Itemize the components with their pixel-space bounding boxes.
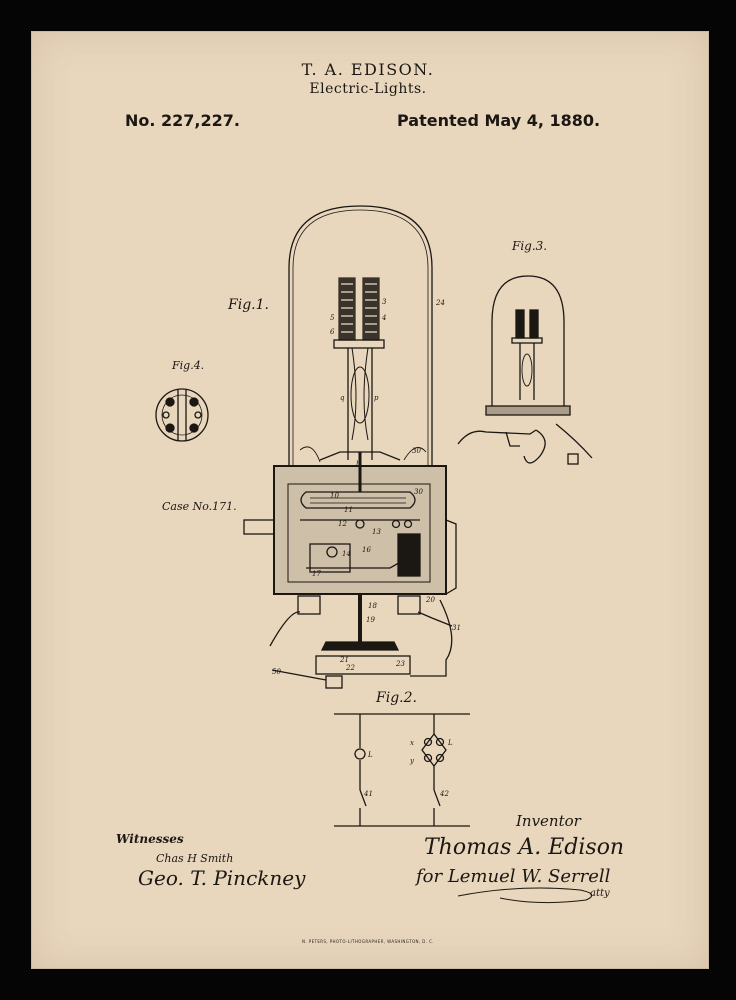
ref-50: 50 — [272, 668, 281, 676]
witness-signature-1: Chas H Smith — [156, 852, 234, 865]
ref-42: 42 — [439, 790, 449, 798]
ref-13: 13 — [372, 528, 381, 536]
patent-paper — [31, 31, 709, 969]
ref-21: 21 — [339, 656, 349, 664]
fig4-socket-view — [155, 388, 209, 442]
inventor-signature: Thomas A. Edison — [424, 835, 625, 860]
ref-24: 24 — [435, 299, 445, 307]
ref-k: k — [406, 534, 410, 542]
witness-signature-2: Geo. T. Pinckney — [138, 866, 306, 890]
ref-31: 31 — [452, 624, 461, 632]
ref-y: y — [409, 757, 415, 765]
fig1-glass-globe — [288, 205, 433, 466]
ref-3: 3 — [382, 298, 387, 306]
ref-41: 41 — [363, 790, 373, 798]
patent-inventor-heading: T. A. EDISON. — [301, 60, 435, 79]
attorney-suffix: atty — [590, 888, 610, 899]
ref-30: 30 — [412, 447, 421, 455]
printer-credit: N. PETERS, PHOTO-LITHOGRAPHER, WASHINGTO… — [302, 939, 434, 944]
ref-19: 19 — [366, 616, 375, 624]
case-number: Case No.171. — [162, 500, 237, 513]
patent-date: Patented May 4, 1880. — [397, 111, 601, 130]
fig2-label: Fig.2. — [376, 690, 417, 706]
ref-L2: L — [447, 739, 453, 747]
ref-18: 18 — [368, 602, 377, 610]
ref-5: 5 — [330, 314, 335, 322]
fig1-glass-inner — [292, 209, 429, 466]
ref-11: 11 — [344, 506, 353, 514]
ref-22: 22 — [345, 664, 355, 672]
patent-number: No. 227,227. — [125, 111, 240, 130]
ref-30b: 30 — [414, 488, 423, 496]
ref-h: h — [356, 460, 361, 468]
fig4-label: Fig.4. — [172, 359, 205, 372]
ref-q: q — [340, 394, 345, 402]
fig3-small-lamp — [457, 275, 593, 465]
ref-4: 4 — [381, 314, 386, 322]
attorney-signature: for Lemuel W. Serrell — [416, 866, 611, 887]
fig1-coils — [338, 277, 380, 341]
ref-L: L — [367, 751, 373, 759]
ref-10: 10 — [330, 492, 339, 500]
ref-20: 20 — [425, 596, 435, 604]
patent-title: Electric-Lights. — [309, 81, 427, 97]
ref-14: 14 — [342, 550, 351, 558]
ref-23: 23 — [395, 660, 405, 668]
ref-12: 12 — [338, 520, 347, 528]
ref-16: 16 — [362, 546, 371, 554]
fig3-label: Fig.3. — [512, 239, 548, 253]
ref-6: 6 — [330, 328, 335, 336]
fig2-circuit-diagram — [334, 713, 470, 827]
witnesses-label: Witnesses — [116, 832, 184, 846]
ref-p: p — [374, 394, 379, 402]
fig1-label: Fig.1. — [228, 297, 269, 313]
ref-17: 17 — [312, 570, 321, 578]
ref-x: x — [410, 739, 414, 747]
inventor-label: Inventor — [516, 812, 581, 830]
